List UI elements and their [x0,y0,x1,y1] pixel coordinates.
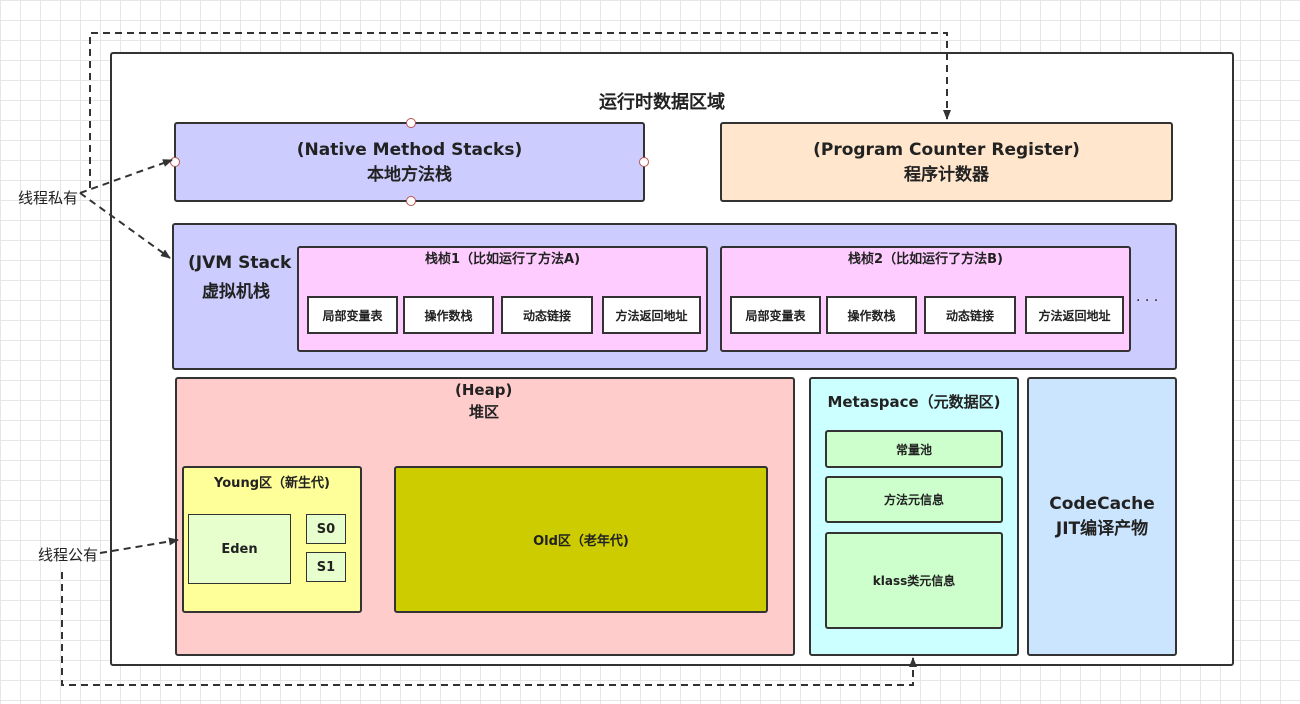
native-stack-zh: 本地方法栈 [367,164,452,185]
codecache: CodeCache JIT编译产物 [1027,377,1177,656]
codecache-title: CodeCache [1049,494,1155,514]
metaspace-title: Metaspace（元数据区) [827,393,1001,411]
klass-metadata: klass类元信息 [825,532,1003,629]
jvm-stack-zh: 虚拟机栈 [202,282,270,302]
heap-en: (Heap) [455,381,513,399]
codecache-subtitle: JIT编译产物 [1055,519,1149,539]
frame-2-dynamic-linking: 动态链接 [924,296,1016,334]
frame-1-return-address: 方法返回地址 [602,296,701,334]
method-metadata: 方法元信息 [825,476,1003,523]
stack-frame-2: 栈桢2（比如运行了方法B) 局部变量表 操作数栈 动态链接 方法返回地址 [720,246,1131,352]
selection-handle-top[interactable] [406,118,416,128]
frame-2-local-variables: 局部变量表 [730,296,821,334]
frame-2-return-address: 方法返回地址 [1025,296,1124,334]
survivor-s1: S1 [306,552,346,582]
selection-handle-bottom[interactable] [406,196,416,206]
stack-frame-1: 栈桢1（比如运行了方法A) 局部变量表 操作数栈 动态链接 方法返回地址 [297,246,708,352]
jvm-stack-en: (JVM Stack [188,253,292,273]
label-thread-private: 线程私有 [18,189,79,207]
pc-register-en: (Program Counter Register) [813,139,1080,160]
native-method-stacks: (Native Method Stacks) 本地方法栈 [170,118,649,206]
native-stack-en: (Native Method Stacks) [296,139,523,160]
frame-1-dynamic-linking: 动态链接 [501,296,593,334]
frame-2-operand-stack: 操作数栈 [826,296,917,334]
selection-handle-left[interactable] [170,157,180,167]
more-frames-ellipsis: · · · [1136,293,1159,309]
pc-register-zh: 程序计数器 [904,164,989,185]
survivor-s0: S0 [306,514,346,544]
stack-frame-2-title: 栈桢2（比如运行了方法B) [848,252,1003,267]
program-counter-register: (Program Counter Register) 程序计数器 [720,122,1173,202]
frame-1-operand-stack: 操作数栈 [403,296,494,334]
page-title: 运行时数据区域 [599,92,725,113]
selection-handle-right[interactable] [639,157,649,167]
stack-frame-1-title: 栈桢1（比如运行了方法A) [424,252,581,267]
eden-space: Eden [188,514,291,584]
young-title: Young区（新生代) [214,476,330,491]
frame-1-local-variables: 局部变量表 [307,296,398,334]
heap-zh: 堆区 [469,403,500,421]
constant-pool: 常量池 [825,430,1003,468]
old-generation: Old区（老年代) [394,466,768,613]
label-thread-shared: 线程公有 [38,546,99,564]
